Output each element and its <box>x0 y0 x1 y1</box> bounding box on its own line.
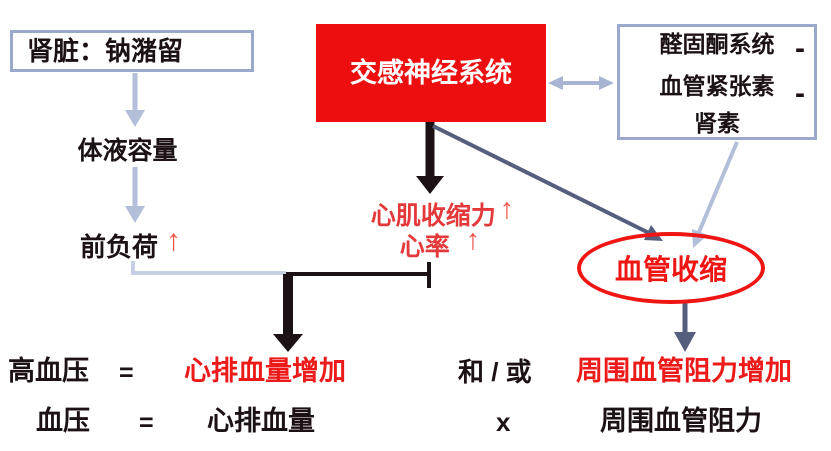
eq2-equals-sign: = <box>139 409 154 437</box>
arrowhead-junction-to-cardiac-output <box>273 334 303 352</box>
vasoconstriction-ellipse: 血管收缩 <box>577 232 765 304</box>
elbow-preload-to-junction <box>131 261 286 275</box>
eq1-peripheral-resistance-label: 周围血管阻力增加 <box>576 356 792 386</box>
raas-box: 醛固酮系统 血管紧张素 肾素 <box>617 24 817 140</box>
eq2-blood-pressure-label: 血压 <box>36 406 90 436</box>
eq1-hypertension-label: 高血压 <box>8 356 89 386</box>
double-arrowhead-right <box>599 76 614 90</box>
heart-rate-up-arrow-icon: ↑ <box>465 224 481 256</box>
arrowhead-sympathetic-to-contractility <box>416 176 444 194</box>
preload-up-arrow-icon: ↑ <box>166 224 182 257</box>
kidney-sodium-label: 肾脏：钠潴留 <box>27 36 184 66</box>
raas-angiotensin-label: 血管紧张素 <box>659 73 775 99</box>
raas-dash-2: - <box>795 77 805 110</box>
kidney-sodium-box: 肾脏：钠潴留 <box>10 30 254 72</box>
fluid-volume-label: 体液容量 <box>77 137 178 165</box>
sympathetic-system-label: 交感神经系统 <box>350 57 512 88</box>
preload-group: 前负荷 ↑ <box>80 224 182 264</box>
eq2-peripheral-resistance-label: 周围血管阻力 <box>600 406 762 436</box>
contractility-up-arrow-icon: ↑ <box>499 193 515 225</box>
arrow-sympathetic-to-vasoconstriction <box>432 124 650 235</box>
eq1-equals-sign: = <box>119 359 134 387</box>
sympathetic-system-box: 交感神经系统 <box>316 24 546 122</box>
arrow-raas-to-vasoconstriction <box>697 141 739 233</box>
vasoconstriction-label: 血管收缩 <box>614 254 727 285</box>
eq2-cardiac-output-label: 心排血量 <box>207 406 315 436</box>
heart-rate-label: 心率 <box>399 233 450 261</box>
eq1-and-or-label: 和 / 或 <box>458 357 532 387</box>
contractility-label: 心肌收缩力 <box>370 202 496 230</box>
raas-renin-label: 肾素 <box>694 110 740 136</box>
preload-label: 前负荷 <box>80 232 159 262</box>
arrowhead-kidney-to-fluid <box>125 110 145 127</box>
raas-aldosterone-label: 醛固酮系统 <box>659 31 775 57</box>
contractility-group: 心肌收缩力 ↑ <box>350 193 535 232</box>
heart-rate-group: 心率 ↑ <box>370 224 510 263</box>
raas-dash-1: - <box>795 32 805 65</box>
double-arrowhead-left <box>548 76 563 90</box>
arrowhead-vasoconstriction-to-peripheral <box>674 332 696 352</box>
eq1-cardiac-output-label: 心排血量增加 <box>184 356 346 386</box>
eq2-multiply-sign: x <box>496 407 511 437</box>
arrowhead-fluid-to-preload <box>125 206 145 223</box>
